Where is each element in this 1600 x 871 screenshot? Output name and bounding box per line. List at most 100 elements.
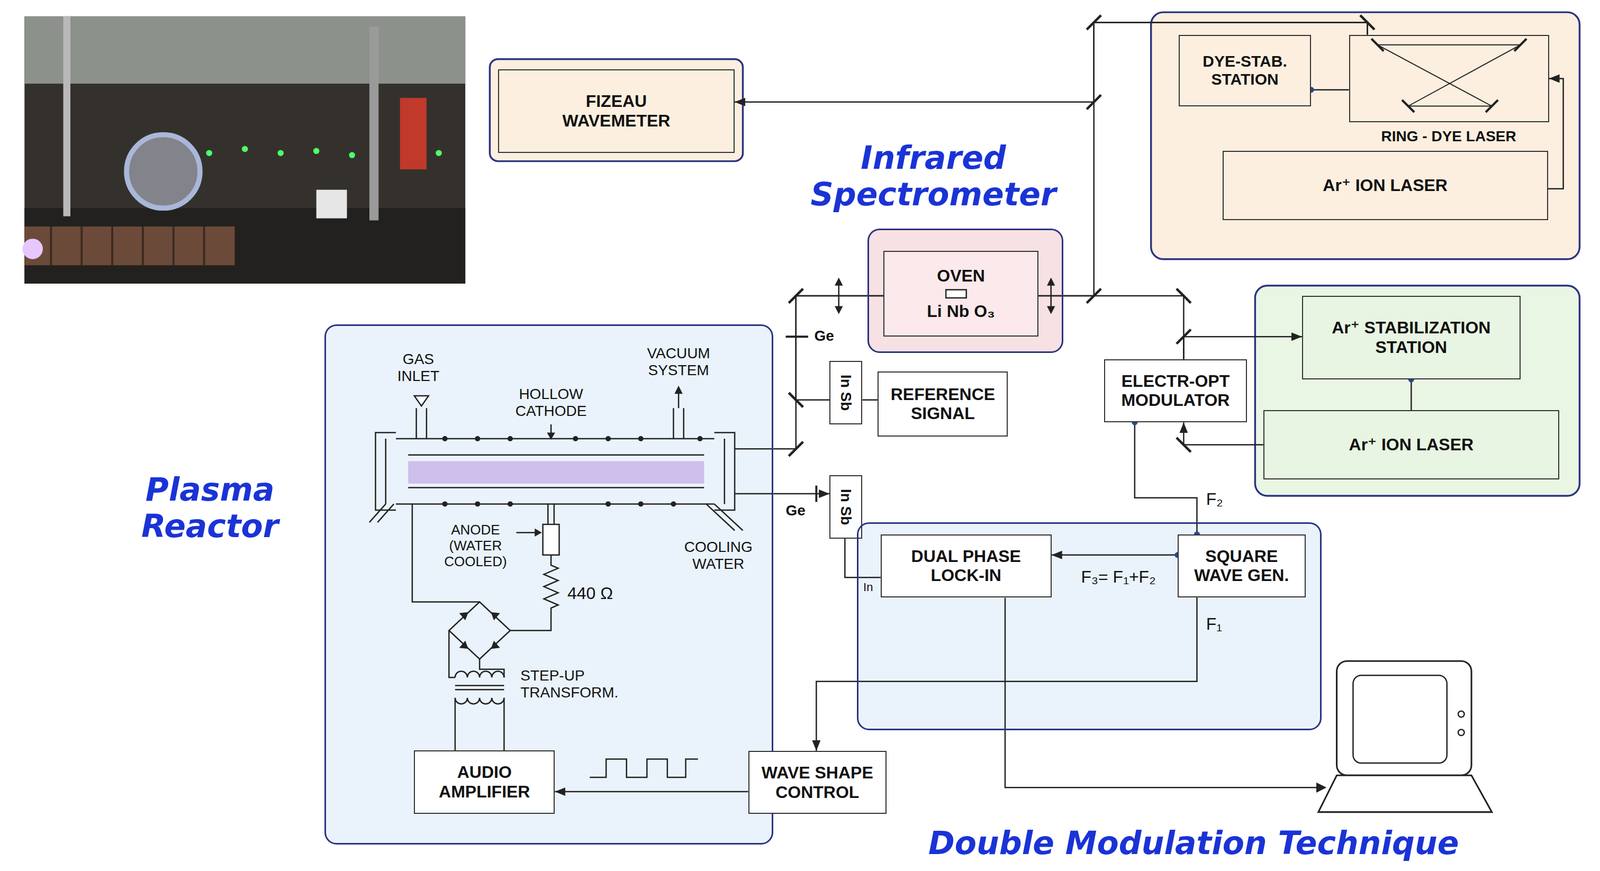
- photo-tube-rings: [50, 226, 204, 266]
- reference-box: REFERENCE SIGNAL: [877, 371, 1008, 437]
- part-label: HOLLOW CATHODE: [503, 385, 598, 420]
- stabilization-panel: [1254, 285, 1580, 496]
- coil-dot: [507, 436, 513, 442]
- heading-text: RING - DYE LASER: [1381, 128, 1517, 146]
- box-label: Ar⁺ ION LASER: [1322, 175, 1448, 196]
- polarization-head: [1046, 277, 1055, 286]
- signal-frequency: F₁: [1206, 614, 1240, 635]
- leader-line: [516, 531, 538, 534]
- part-label: STEP-UP TRANSFORM.: [520, 667, 635, 702]
- box-label: AUDIO AMPLIFIER: [422, 762, 547, 802]
- heading-text: Plasma Reactor: [101, 471, 319, 545]
- part-label: GAS INLET: [385, 350, 451, 385]
- cavity-mirror: [1371, 38, 1527, 113]
- modulator-box: ELECTR-OPT MODULATOR: [1104, 359, 1247, 423]
- cavity-beam: [1377, 44, 1521, 107]
- coil-dot: [507, 501, 513, 507]
- text-stack: Ar⁺ ION LASER: [1223, 151, 1548, 220]
- text-stack: WAVE SHAPE CONTROL: [749, 752, 886, 814]
- text-stack: OVENLi Nb O₃: [884, 251, 1038, 336]
- waveshape-box: WAVE SHAPE CONTROL: [748, 751, 887, 815]
- box-label: Li Nb O₃: [926, 301, 996, 322]
- modulation-fill: [856, 522, 1322, 731]
- laser-box: Ar⁺ ION LASER: [1263, 410, 1560, 480]
- box-label: SQUARE WAVE GEN.: [1185, 546, 1298, 586]
- text-stack: SQUARE WAVE GEN.: [1178, 535, 1305, 598]
- reactor-fill: [324, 324, 774, 845]
- photo-tube: [24, 226, 235, 266]
- part-label: Ge: [785, 502, 815, 520]
- illustration: [22, 12, 1580, 845]
- vacuum-arrow: [674, 385, 683, 394]
- oven-box: OVENLi Nb O₃: [883, 250, 1039, 337]
- photo-beam-spot: [277, 149, 284, 157]
- terminal-dot: [1194, 531, 1200, 538]
- computer-keyboard: [1318, 775, 1493, 812]
- lockin-box: DUAL PHASE LOCK-IN: [880, 534, 1052, 599]
- anode-stem: [547, 503, 555, 525]
- crystal: [945, 290, 967, 298]
- heading-holder: Double Modulation Technique: [877, 820, 1511, 868]
- wavemeter-frame: [489, 59, 743, 162]
- photo-beam-spot: [205, 149, 213, 157]
- computer-knob: [1458, 729, 1465, 736]
- spectrometer-panel: Infrared SpectrometerOVENLi Nb O₃: [867, 228, 1064, 354]
- computer-screen: [1352, 675, 1447, 764]
- modulation-panel: Double Modulation TechniqueDUAL PHASE LO…: [856, 522, 1322, 731]
- transformer-core: [455, 685, 505, 691]
- computer-knob: [1458, 711, 1465, 718]
- heading-holder: Plasma Reactor: [101, 460, 319, 555]
- plasma-glow: [408, 460, 704, 484]
- stabilization-box: Ar⁺ STABILIZATION STATION: [1302, 295, 1521, 380]
- square-wave-symbol: [589, 758, 698, 778]
- beam-connector: [862, 399, 878, 402]
- box-label: ELECTR-OPT MODULATOR: [1113, 371, 1238, 411]
- stabilizer-box: DYE-STAB. STATION: [1178, 34, 1312, 107]
- leader-arrow: [534, 528, 542, 537]
- coil-dot: [605, 501, 611, 507]
- part-label: Ge: [814, 327, 845, 345]
- beam-connector: [1038, 22, 1368, 296]
- coil-dot: [697, 436, 703, 442]
- photo-beam-spot: [241, 146, 249, 153]
- terminal-dot: [1408, 376, 1415, 383]
- text-stack: In Sb: [830, 476, 862, 538]
- part-label: In: [863, 580, 880, 594]
- beam-connector: [1410, 379, 1413, 411]
- photo-flange: [126, 134, 201, 209]
- reactor-panel: Plasma ReactorAUDIO AMPLIFIER: [324, 324, 774, 845]
- beam-connector: [796, 295, 884, 401]
- diode-symbol: [459, 640, 469, 649]
- photo-beam-spot: [435, 149, 442, 157]
- part-label: VACUUM SYSTEM: [637, 345, 720, 379]
- box-label: REFERENCE SIGNAL: [885, 384, 1000, 424]
- output-arrow: [1316, 782, 1327, 793]
- text-stack: Ar⁺ STABILIZATION STATION: [1303, 296, 1520, 379]
- terminal-dot: [1131, 419, 1138, 426]
- gas-inlet-tube: [416, 408, 427, 439]
- beam-connector: [1183, 336, 1303, 359]
- wavemeter-box: FIZEAU WAVEMETER: [498, 69, 735, 153]
- diode-symbol: [490, 640, 500, 649]
- tube-jacket: [395, 438, 715, 504]
- laser-panel: [1151, 12, 1580, 260]
- tube-flange: [714, 432, 736, 511]
- heading-holder: Infrared Spectrometer: [780, 132, 1087, 221]
- box-label: DYE-STAB. STATION: [1187, 52, 1303, 89]
- oven-fill: [883, 250, 1039, 337]
- text-stack: AUDIO AMPLIFIER: [414, 751, 554, 813]
- bridge-rectifier: [448, 601, 511, 659]
- text-stack: In Sb: [830, 362, 862, 424]
- diode-symbol: [490, 612, 500, 621]
- photo-glow: [22, 238, 43, 260]
- part-label: ANODE (WATER COOLED): [436, 522, 515, 571]
- anode: [543, 524, 560, 556]
- part-label: COOLING WATER: [673, 538, 764, 573]
- coil-dot: [670, 501, 676, 507]
- beam-connector: [844, 538, 881, 578]
- beam-connector: [1051, 554, 1178, 557]
- box-label: In Sb: [837, 374, 855, 411]
